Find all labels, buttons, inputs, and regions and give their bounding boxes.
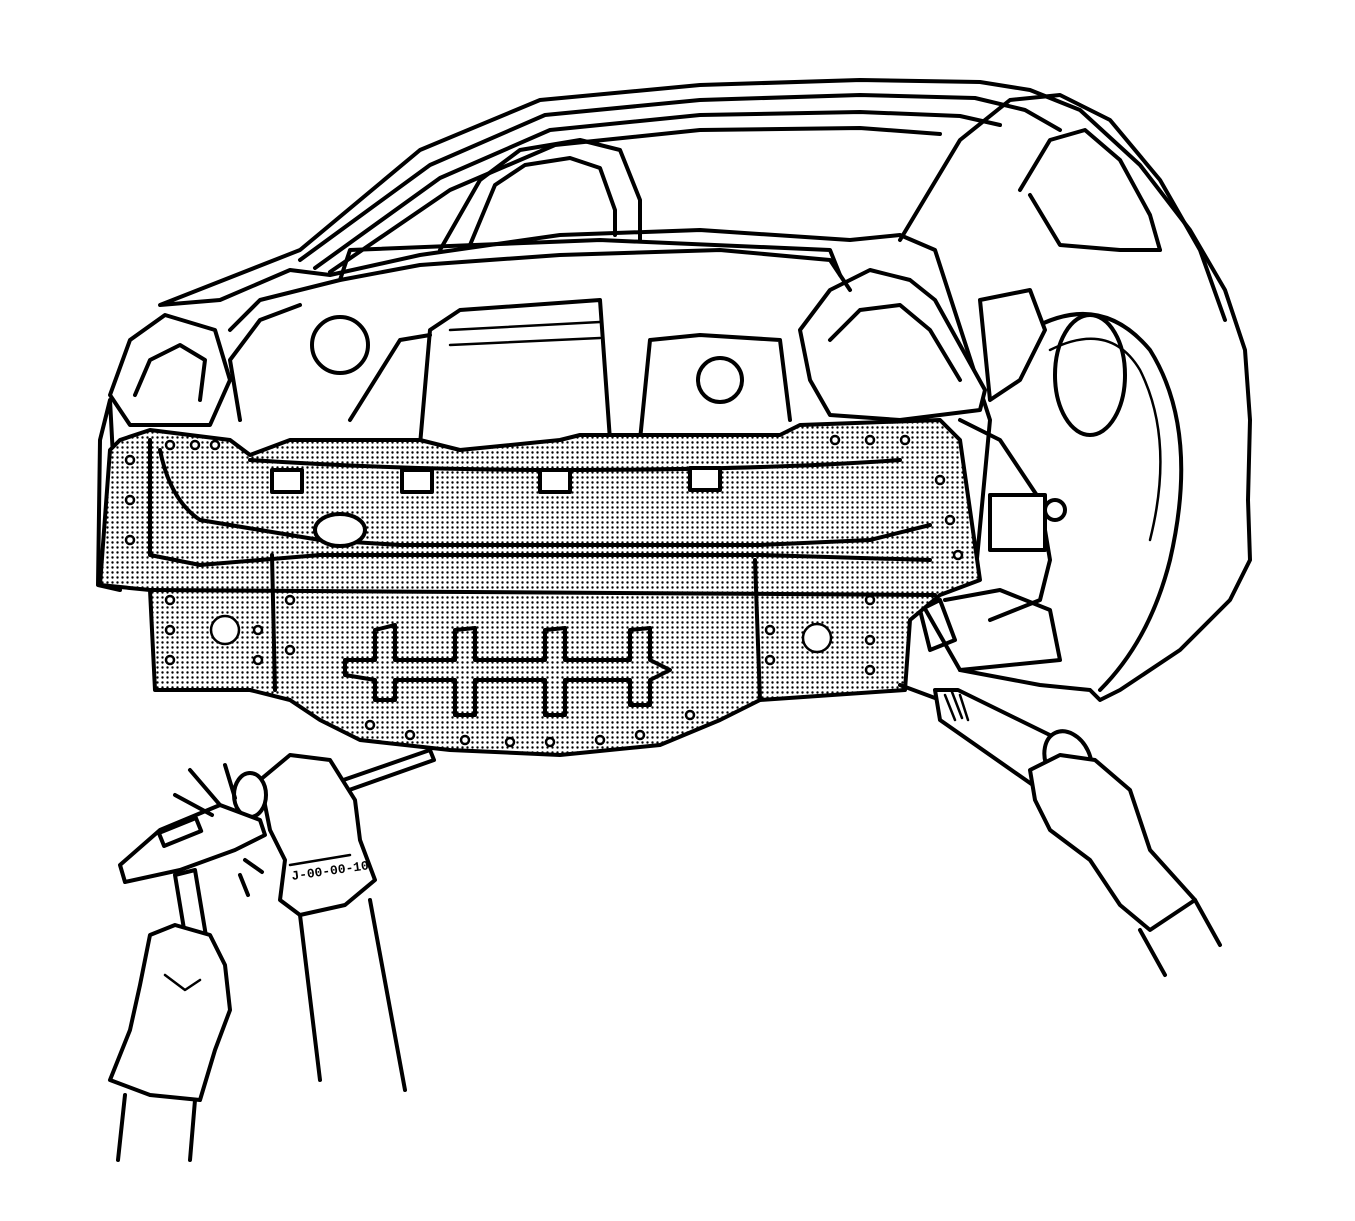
gloved-hand-icon (108, 923, 232, 1162)
car-body-icon (96, 78, 1252, 702)
gloved-hand-icon: J-00-00-10 (232, 753, 407, 1092)
rear-panel-icon (98, 418, 982, 757)
weld-holes (124, 434, 964, 748)
gloved-hand-icon (1028, 753, 1222, 977)
